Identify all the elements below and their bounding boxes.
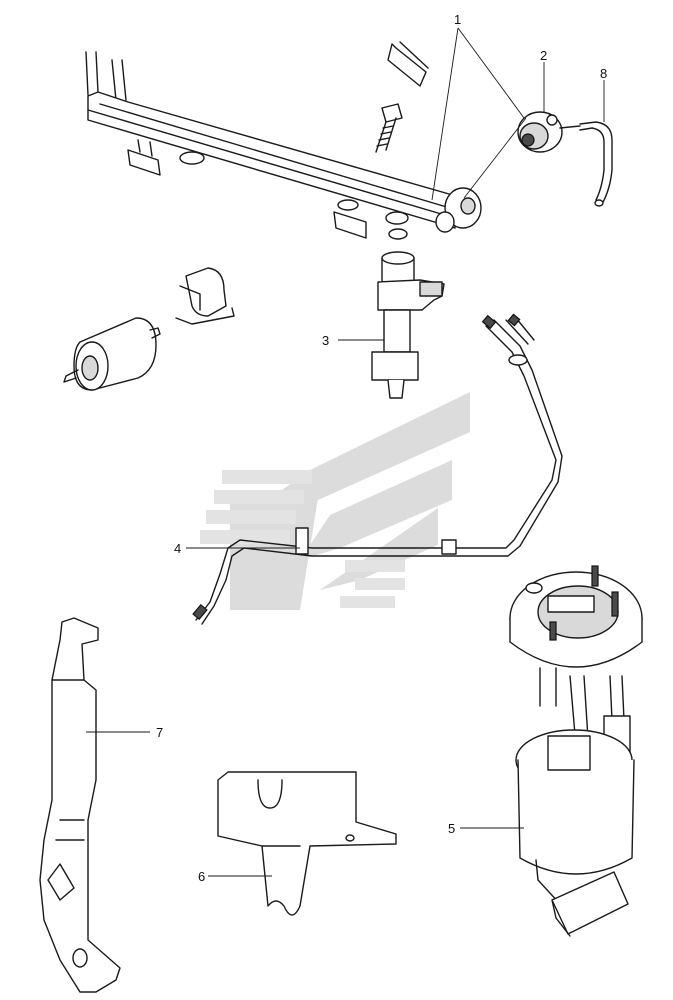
leader-lines	[86, 27, 605, 877]
fuel-pump-module	[509, 565, 643, 937]
rail-bolt	[375, 103, 403, 153]
filter-clamp	[175, 267, 235, 325]
fuel-filter	[63, 317, 161, 391]
callout-7: 7	[156, 725, 163, 740]
callout-4: 4	[174, 541, 181, 556]
vacuum-hose	[579, 121, 613, 207]
watermark-logo	[200, 392, 470, 610]
callout-2: 2	[540, 48, 547, 63]
fuel-tank-strap	[39, 617, 121, 993]
callout-labels: 1 2 8 3 4 5 6 7	[156, 12, 607, 884]
callout-5: 5	[448, 821, 455, 836]
fuel-rail	[85, 51, 482, 239]
fuel-injector	[371, 228, 445, 399]
fuel-line	[192, 313, 563, 625]
retaining-clip	[387, 41, 429, 87]
pressure-regulator	[517, 111, 581, 153]
callout-6: 6	[198, 869, 205, 884]
mounting-bracket	[217, 771, 397, 916]
callout-1: 1	[454, 12, 461, 27]
callout-3: 3	[322, 333, 329, 348]
callout-8: 8	[600, 66, 607, 81]
